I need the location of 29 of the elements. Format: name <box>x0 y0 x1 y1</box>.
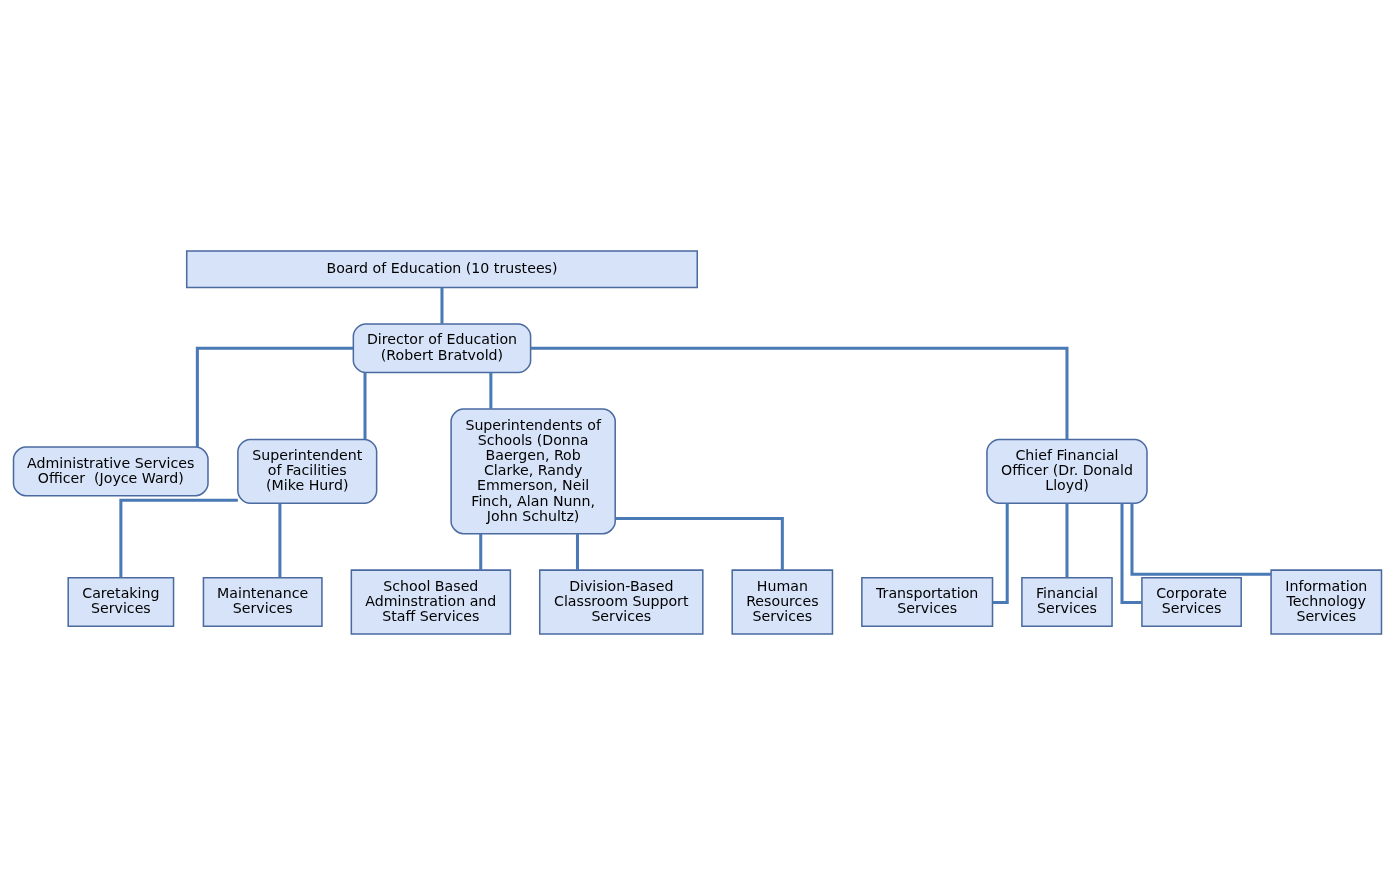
node-box: Superintendents of Schools (Donna Baergen, Rob Clarke, Randy Emmerson, Neil Finch, Alan Nunn, John Schultz) <box>450 408 616 535</box>
node-box: Director of Education (Robert Bratvold) <box>352 323 532 374</box>
node-box: Corporate Services <box>1141 576 1242 628</box>
node-box: Administrative Services Officer (Joyce Ward) <box>12 446 209 497</box>
node-box: Caretaking Services <box>67 576 175 628</box>
connector <box>195 346 354 448</box>
connector <box>992 503 1009 605</box>
node-box: School Based Adminstration and Staff Services <box>350 569 512 635</box>
connector <box>1120 503 1142 605</box>
node-box: Board of Education (10 trustees) <box>185 250 698 289</box>
connector <box>1130 503 1271 576</box>
connector <box>489 372 493 409</box>
connector <box>119 498 238 578</box>
connector <box>440 287 444 324</box>
connector <box>1065 503 1069 578</box>
connector <box>278 503 282 578</box>
connector <box>575 534 579 570</box>
node-box: Transportation Services <box>861 576 994 628</box>
node-box: Division-Based Classroom Support Services <box>538 569 704 635</box>
node-box: Chief Financial Officer (Dr. Donald Lloyd) <box>986 438 1148 505</box>
connector <box>363 372 367 440</box>
node-box: Human Resources Services <box>731 569 834 635</box>
node-box: Financial Services <box>1021 576 1113 628</box>
connector <box>530 346 1069 440</box>
node-box: Maintenance Services <box>202 576 323 628</box>
node-box: Superintendent of Facilities (Mike Hurd) <box>237 438 378 505</box>
node-box: Information Technology Services <box>1270 569 1383 635</box>
connector <box>479 534 483 570</box>
connector <box>615 516 784 570</box>
